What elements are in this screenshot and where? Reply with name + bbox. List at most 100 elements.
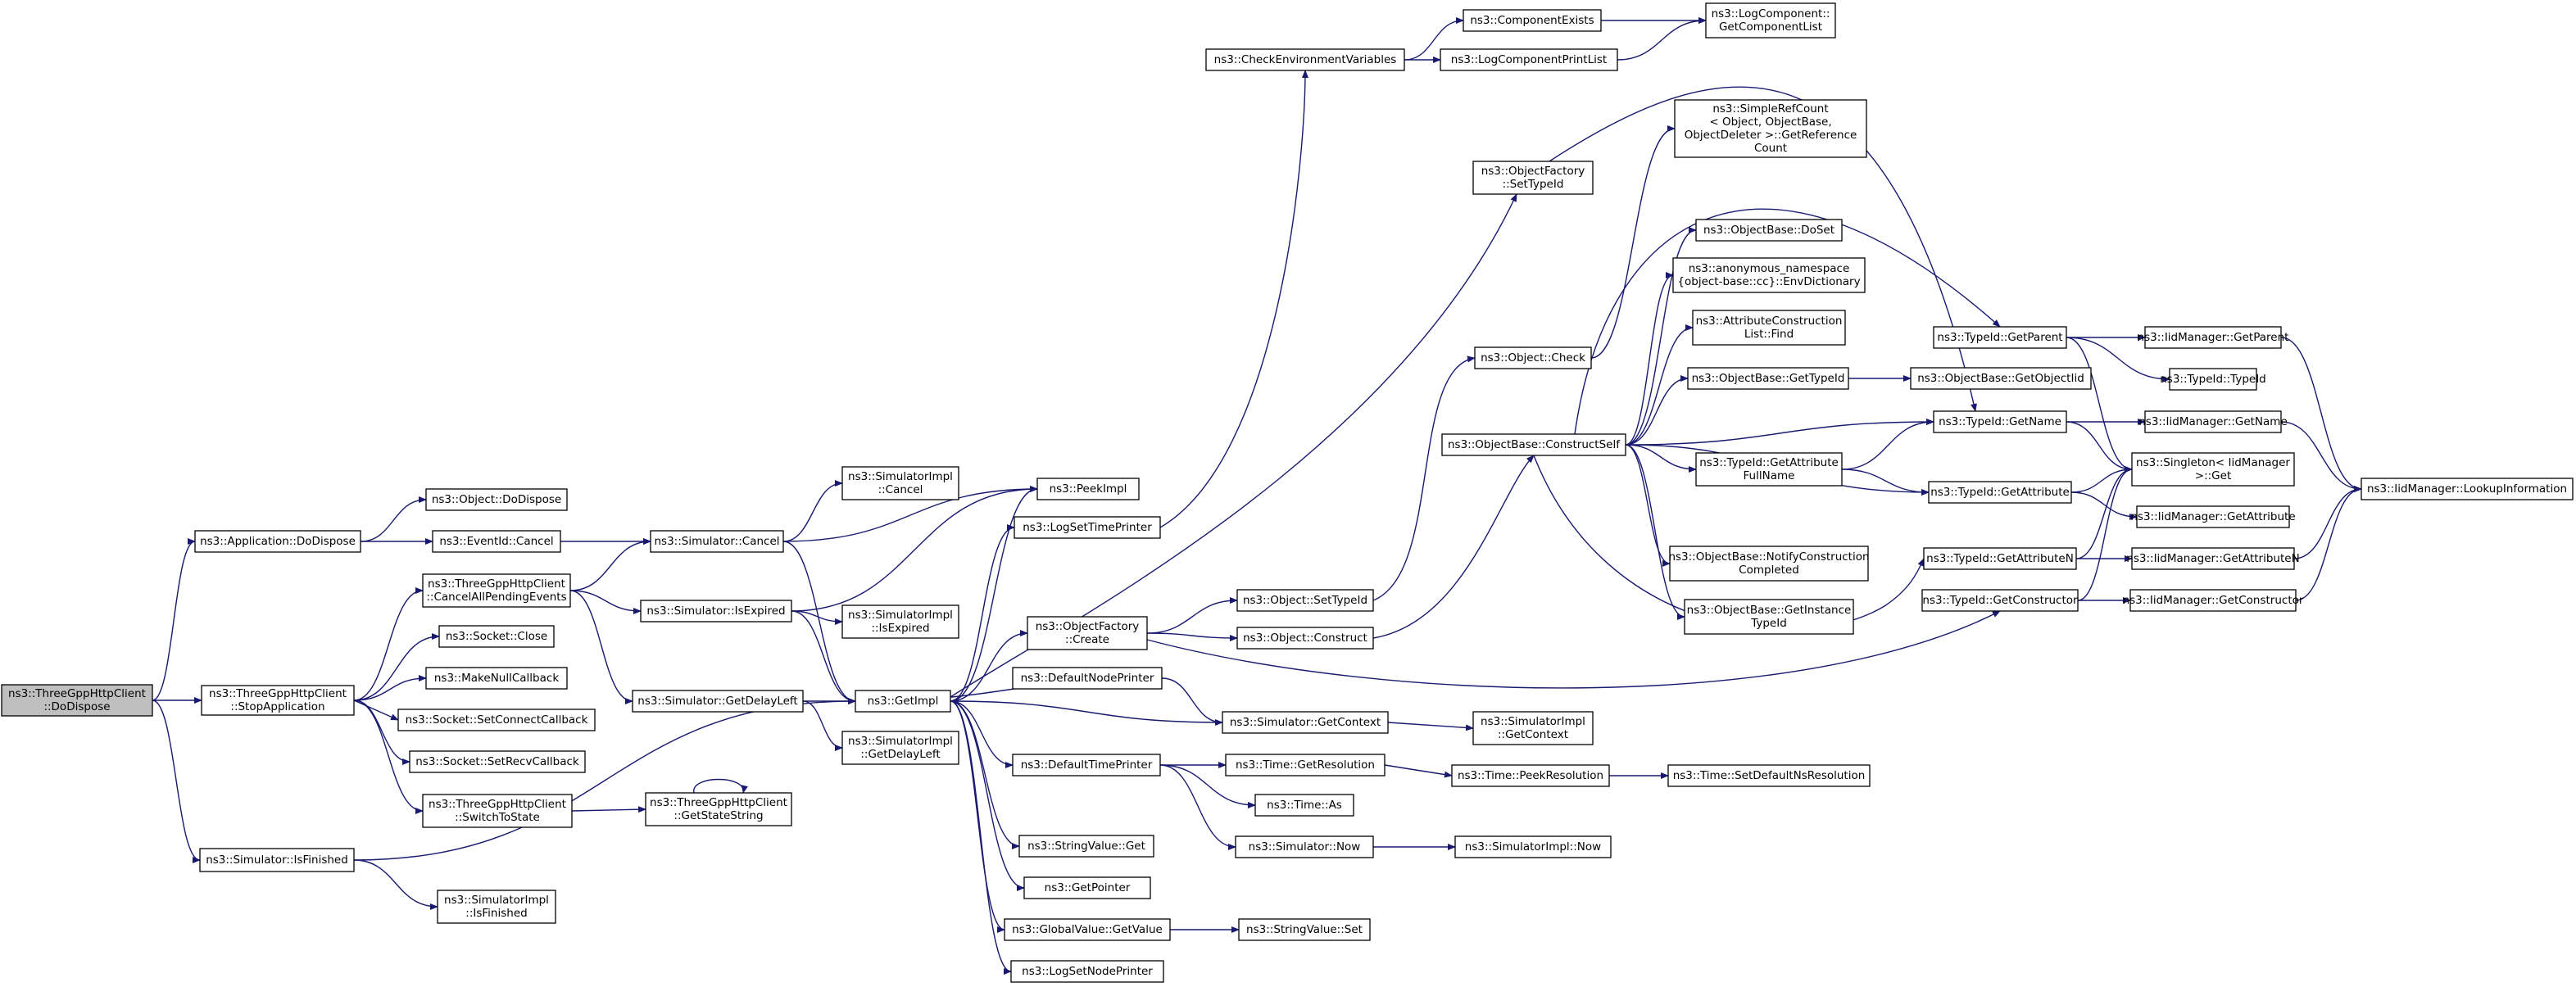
node-label: ns3::IidManager::GetAttribute bbox=[2130, 510, 2295, 523]
node-iid-getconstructor[interactable]: ns3::IidManager::GetConstructor bbox=[2123, 589, 2304, 612]
node-simimpl-getcontext[interactable]: ns3::SimulatorImpl::GetContext bbox=[1472, 711, 1594, 745]
node-objfactory-settypeid[interactable]: ns3::ObjectFactory::SetTypeId bbox=[1472, 161, 1594, 195]
node-time-as[interactable]: ns3::Time::As bbox=[1254, 794, 1354, 817]
node-label: ns3::SimpleRefCount bbox=[1712, 102, 1828, 115]
node-box bbox=[1692, 310, 1846, 346]
node-notifyconstcompleted[interactable]: ns3::ObjectBase::NotifyConstructionCompl… bbox=[1668, 546, 1870, 582]
node-box bbox=[1669, 546, 1869, 582]
node-box bbox=[437, 890, 556, 924]
node-typeid-getattributen[interactable]: ns3::TypeId::GetAttributeN bbox=[1923, 547, 2077, 570]
node-label: ns3::LogSetNodePrinter bbox=[1022, 965, 1153, 978]
node-globalvalue-getvalue[interactable]: ns3::GlobalValue::GetValue bbox=[1004, 918, 1171, 941]
call-edge bbox=[2295, 486, 2362, 601]
node-label: ns3::DefaultNodePrinter bbox=[1021, 672, 1154, 685]
node-simplerefcount[interactable]: ns3::SimpleRefCount< Object, ObjectBase,… bbox=[1674, 99, 1867, 158]
node-logcomponentprintlist[interactable]: ns3::LogComponentPrintList bbox=[1440, 48, 1618, 71]
node-componentexists[interactable]: ns3::ComponentExists bbox=[1463, 9, 1602, 32]
node-box bbox=[1472, 711, 1594, 745]
node-dodispose[interactable]: ns3::ThreeGppHttpClient::DoDispose bbox=[1, 684, 153, 717]
node-iid-lookupinfo[interactable]: ns3::IidManager::LookupInformation bbox=[2361, 478, 2574, 500]
node-setrecv[interactable]: ns3::Socket::SetRecvCallback bbox=[409, 750, 586, 773]
node-obj-settypeid[interactable]: ns3::Object::SetTypeId bbox=[1236, 589, 1374, 612]
node-label: ::IsExpired bbox=[871, 622, 929, 635]
call-edge bbox=[950, 524, 1015, 702]
node-simimpl-isexpired[interactable]: ns3::SimulatorImpl::IsExpired bbox=[841, 604, 959, 639]
node-defaulttimeprinter[interactable]: ns3::DefaultTimePrinter bbox=[1012, 754, 1161, 776]
node-makenull[interactable]: ns3::MakeNullCallback bbox=[425, 667, 568, 690]
node-typeid-getattribute[interactable]: ns3::TypeId::GetAttribute bbox=[1928, 481, 2072, 504]
node-setconnect[interactable]: ns3::Socket::SetConnectCallback bbox=[397, 709, 596, 731]
node-box bbox=[855, 690, 951, 713]
node-label: ::Cancel bbox=[878, 483, 923, 496]
call-edge bbox=[950, 630, 1028, 702]
node-label: ns3::Simulator::IsFinished bbox=[206, 853, 348, 867]
node-peekimpl[interactable]: ns3::PeekImpl bbox=[1036, 478, 1140, 500]
node-typeid-typeid[interactable]: ns3::TypeId::TypeId bbox=[2160, 368, 2266, 391]
call-edge bbox=[571, 806, 646, 813]
call-edge bbox=[1841, 419, 1934, 470]
node-eventid-cancel[interactable]: ns3::EventId::Cancel bbox=[432, 530, 561, 553]
call-edge bbox=[1625, 272, 1674, 446]
node-typeid-getname[interactable]: ns3::TypeId::GetName bbox=[1933, 410, 2067, 433]
call-edge bbox=[950, 698, 1223, 723]
node-time-getresolution[interactable]: ns3::Time::GetResolution bbox=[1225, 754, 1386, 776]
node-sim-isfinished[interactable]: ns3::Simulator::IsFinished bbox=[199, 848, 355, 872]
node-objbase-doset[interactable]: ns3::ObjectBase::DoSet bbox=[1695, 219, 1843, 242]
node-checkenv[interactable]: ns3::CheckEnvironmentVariables bbox=[1205, 48, 1405, 71]
node-iid-getparent[interactable]: ns3::IidManager::GetParent bbox=[2138, 326, 2289, 349]
node-stringvalue-set[interactable]: ns3::StringValue::Set bbox=[1238, 918, 1371, 941]
node-box bbox=[1933, 410, 2067, 433]
node-iid-getname[interactable]: ns3::IidManager::GetName bbox=[2138, 410, 2288, 433]
node-getimpl[interactable]: ns3::GetImpl bbox=[855, 690, 951, 713]
node-label: ns3::Application::DoDispose bbox=[200, 535, 356, 548]
node-envdictionary[interactable]: ns3::anonymous_namespace{object-base::cc… bbox=[1672, 257, 1866, 293]
node-app-dodispose[interactable]: ns3::Application::DoDispose bbox=[194, 530, 361, 553]
node-getcomponentlist[interactable]: ns3::LogComponent::GetComponentList bbox=[1705, 2, 1836, 38]
node-logsetnodeprinter[interactable]: ns3::LogSetNodePrinter bbox=[1010, 960, 1164, 983]
node-box bbox=[2169, 368, 2257, 391]
node-socket-close[interactable]: ns3::Socket::Close bbox=[438, 625, 555, 648]
node-label: ns3::TypeId::GetConstructor bbox=[1922, 594, 2078, 607]
node-logsettimeprinter[interactable]: ns3::LogSetTimePrinter bbox=[1014, 516, 1161, 539]
node-label: ObjectDeleter >::GetReference bbox=[1685, 129, 1857, 142]
node-typeid-getconstructor[interactable]: ns3::TypeId::GetConstructor bbox=[1921, 589, 2079, 612]
node-objbase-gettypeid[interactable]: ns3::ObjectBase::GetTypeId bbox=[1687, 367, 1849, 390]
node-obj-construct[interactable]: ns3::Object::Construct bbox=[1236, 627, 1374, 650]
node-box bbox=[645, 792, 792, 826]
node-simimpl-cancel[interactable]: ns3::SimulatorImpl::Cancel bbox=[841, 466, 959, 500]
node-switchtostate[interactable]: ns3::ThreeGppHttpClient::SwitchToState bbox=[422, 794, 573, 828]
node-simimpl-isfinished[interactable]: ns3::SimulatorImpl::IsFinished bbox=[437, 890, 556, 924]
node-sim-getdelayleft[interactable]: ns3::Simulator::GetDelayLeft bbox=[632, 690, 804, 713]
node-sim-cancel[interactable]: ns3::Simulator::Cancel bbox=[650, 530, 784, 553]
node-simimpl-getdelayleft[interactable]: ns3::SimulatorImpl::GetDelayLeft bbox=[841, 731, 959, 765]
node-label: ::StopApplication bbox=[230, 700, 324, 713]
node-defaultnodeprinter[interactable]: ns3::DefaultNodePrinter bbox=[1012, 667, 1163, 690]
node-getobjectiid[interactable]: ns3::ObjectBase::GetObjectIid bbox=[1910, 367, 2092, 390]
node-sim-isexpired[interactable]: ns3::Simulator::IsExpired bbox=[640, 600, 792, 623]
node-simimpl-now[interactable]: ns3::SimulatorImpl::Now bbox=[1454, 835, 1612, 858]
node-cancelall[interactable]: ns3::ThreeGppHttpClient::CancelAllPendin… bbox=[422, 573, 571, 608]
node-objfactory-create[interactable]: ns3::ObjectFactory::Create bbox=[1027, 616, 1148, 650]
node-setdefaultnsresolution[interactable]: ns3::Time::SetDefaultNsResolution bbox=[1667, 764, 1871, 787]
node-singleton-get[interactable]: ns3::Singleton< IidManager>::Get bbox=[2131, 452, 2295, 487]
node-objbase-constructself[interactable]: ns3::ObjectBase::ConstructSelf bbox=[1441, 433, 1626, 456]
node-typeid-getparent[interactable]: ns3::TypeId::GetParent bbox=[1933, 326, 2067, 349]
node-box bbox=[2131, 452, 2295, 487]
node-sim-getcontext[interactable]: ns3::Simulator::GetContext bbox=[1222, 711, 1389, 734]
node-label: ns3::ObjectBase::GetTypeId bbox=[1692, 372, 1845, 385]
node-obj-check[interactable]: ns3::Object::Check bbox=[1474, 346, 1592, 369]
node-sim-now[interactable]: ns3::Simulator::Now bbox=[1235, 835, 1374, 858]
node-iid-getattributen[interactable]: ns3::IidManager::GetAttributeN bbox=[2126, 547, 2300, 570]
node-getpointer[interactable]: ns3::GetPointer bbox=[1023, 876, 1151, 899]
node-time-peekresolution[interactable]: ns3::Time::PeekResolution bbox=[1451, 764, 1610, 787]
node-stringvalue-get[interactable]: ns3::StringValue::Get bbox=[1018, 835, 1154, 858]
node-getstatestring[interactable]: ns3::ThreeGppHttpClient::GetStateString bbox=[645, 792, 792, 826]
node-iid-getattribute[interactable]: ns3::IidManager::GetAttribute bbox=[2130, 505, 2296, 528]
node-box bbox=[425, 488, 568, 511]
node-box bbox=[1684, 599, 1854, 635]
node-stopapp[interactable]: ns3::ThreeGppHttpClient::StopApplication bbox=[201, 685, 355, 716]
node-obj-dodispose[interactable]: ns3::Object::DoDispose bbox=[425, 488, 568, 511]
